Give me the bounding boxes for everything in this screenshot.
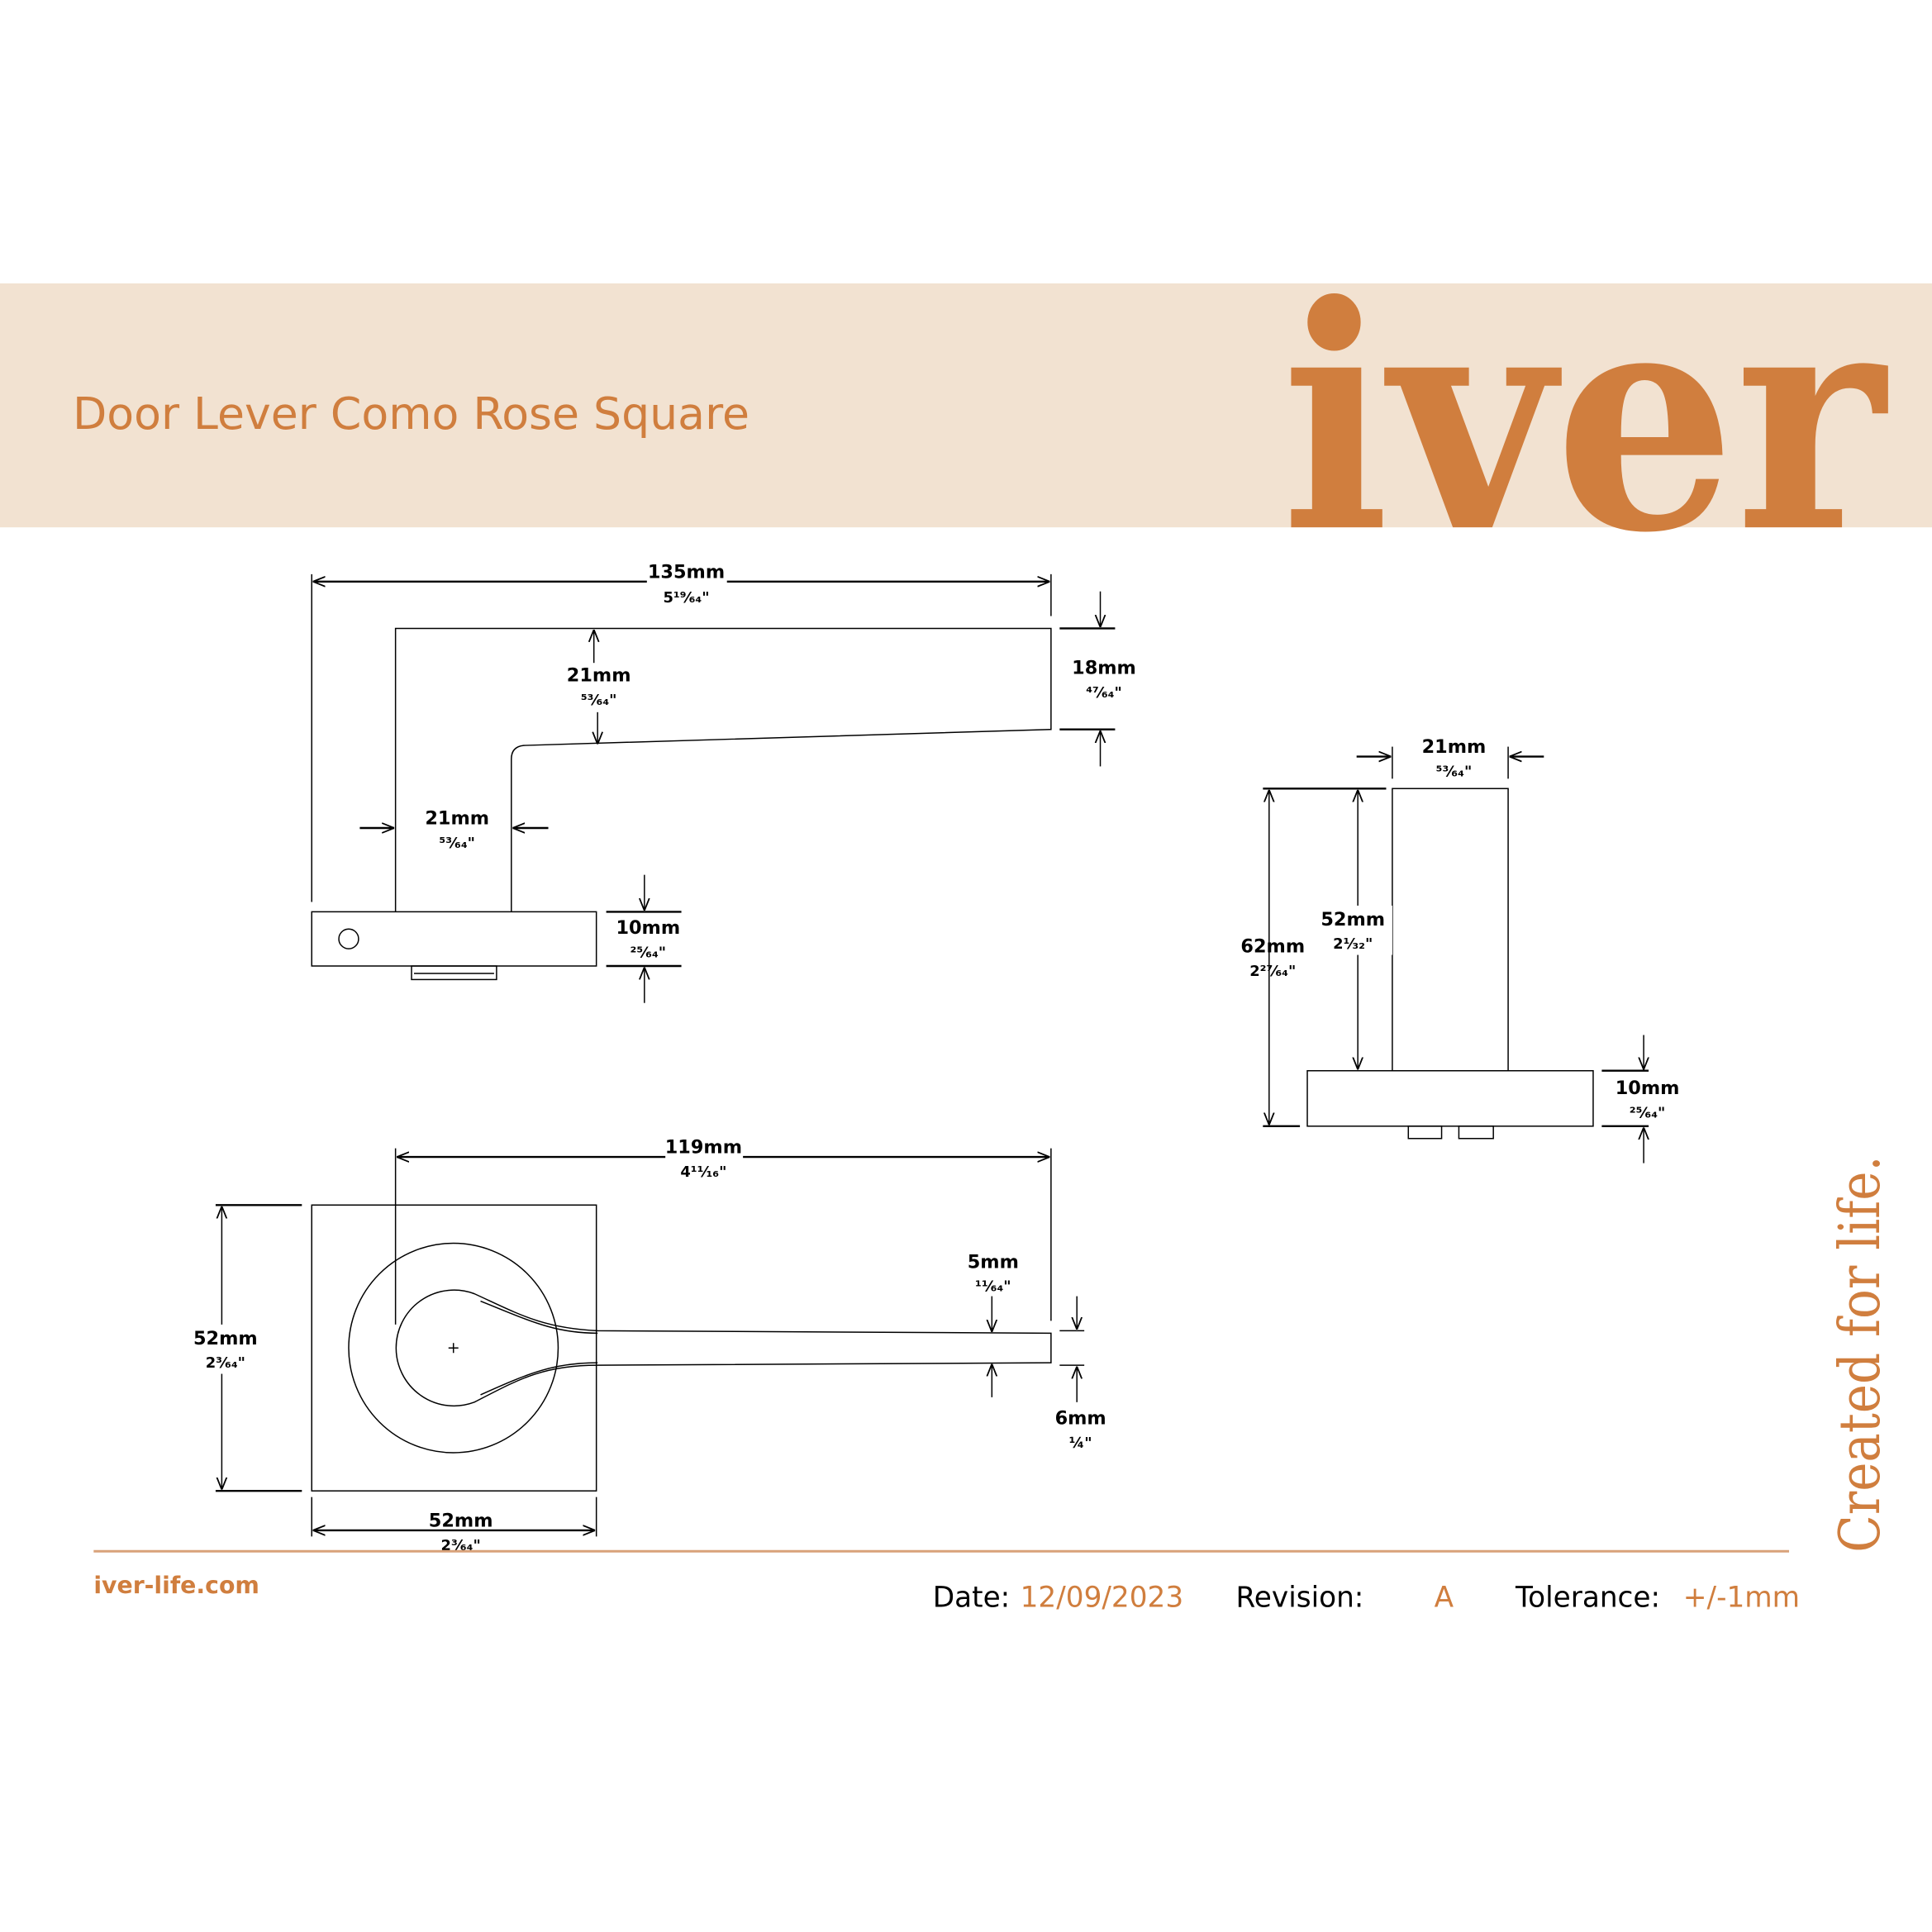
dim-lever-tip-mm: 18mm	[1072, 658, 1136, 679]
dim-tip-bottom-inch: ¼"	[1069, 1435, 1092, 1452]
dim-rose-width-inch: 2³⁄₆₄"	[441, 1537, 481, 1554]
brand-logo: iver	[1282, 238, 1891, 600]
dim-projection-mm: 119mm	[665, 1137, 742, 1159]
dim-rose-width-mm: 52mm	[429, 1510, 493, 1531]
dim-neck-width-inch: ⁵³⁄₆₄"	[439, 835, 475, 852]
dim-tip-top-inch: ¹¹⁄₆₄"	[975, 1278, 1011, 1296]
revision-value: A	[1435, 1581, 1454, 1614]
revision-label: Revision:	[1236, 1581, 1364, 1614]
dim-overall-length-inch: 5¹⁹⁄₆₄"	[663, 589, 709, 607]
header-band	[0, 283, 1932, 528]
top-view: 135mm 5¹⁹⁄₆₄" 21mm ⁵³⁄₆₄" 18mm ⁴⁷⁄₆₄" 21…	[311, 561, 1136, 1003]
dim-rose-thickness-inch: ²⁵⁄₆₄"	[630, 945, 666, 962]
dim-projection-inch: 4¹¹⁄₁₆"	[680, 1163, 726, 1181]
dim-lever-tip-inch: ⁴⁷⁄₆₄"	[1086, 684, 1122, 702]
tolerance-label: Tolerance:	[1515, 1581, 1660, 1614]
website-link[interactable]: iver-life.com	[93, 1572, 259, 1599]
front-view: 119mm 4¹¹⁄₁₆" 52mm 2³⁄₆₄" 52mm 2³⁄₆₄" 5m…	[191, 1137, 1106, 1554]
dim-side-rose-mm: 10mm	[1616, 1078, 1680, 1099]
dim-overall-length-mm: 135mm	[648, 561, 725, 583]
dim-rose-height-mm: 52mm	[193, 1328, 258, 1349]
dim-side-neck-inch: 2¹⁄₃₂"	[1333, 935, 1373, 953]
dim-side-neck-mm: 52mm	[1321, 909, 1385, 930]
date-value: 12/09/2023	[1021, 1581, 1184, 1614]
slogan: Created for life.	[1827, 1156, 1893, 1553]
dim-lever-width-inch: ⁵³⁄₆₄"	[581, 692, 617, 709]
dim-tip-bottom-mm: 6mm	[1055, 1408, 1106, 1430]
dim-side-total-inch: 2²⁷⁄₆₄"	[1249, 963, 1296, 980]
dim-side-width-inch: ⁵³⁄₆₄"	[1436, 763, 1473, 780]
page-title: Door Lever Como Rose Square	[73, 388, 749, 440]
side-view: 21mm ⁵³⁄₆₄" 62mm 2²⁷⁄₆₄" 52mm 2¹⁄₃₂" 10m…	[1240, 736, 1679, 1163]
date-label: Date:	[933, 1581, 1011, 1614]
dim-lever-width-mm: 21mm	[567, 665, 631, 687]
dim-side-width-mm: 21mm	[1422, 736, 1487, 758]
dim-tip-top-mm: 5mm	[968, 1251, 1019, 1273]
dim-rose-thickness-mm: 10mm	[616, 917, 680, 939]
dim-neck-width-mm: 21mm	[425, 808, 489, 830]
dim-side-total-mm: 62mm	[1240, 936, 1305, 958]
dim-rose-height-inch: 2³⁄₆₄"	[206, 1354, 245, 1372]
tolerance-value: +/-1mm	[1683, 1581, 1800, 1614]
dim-side-rose-inch: ²⁵⁄₆₄"	[1630, 1104, 1666, 1121]
